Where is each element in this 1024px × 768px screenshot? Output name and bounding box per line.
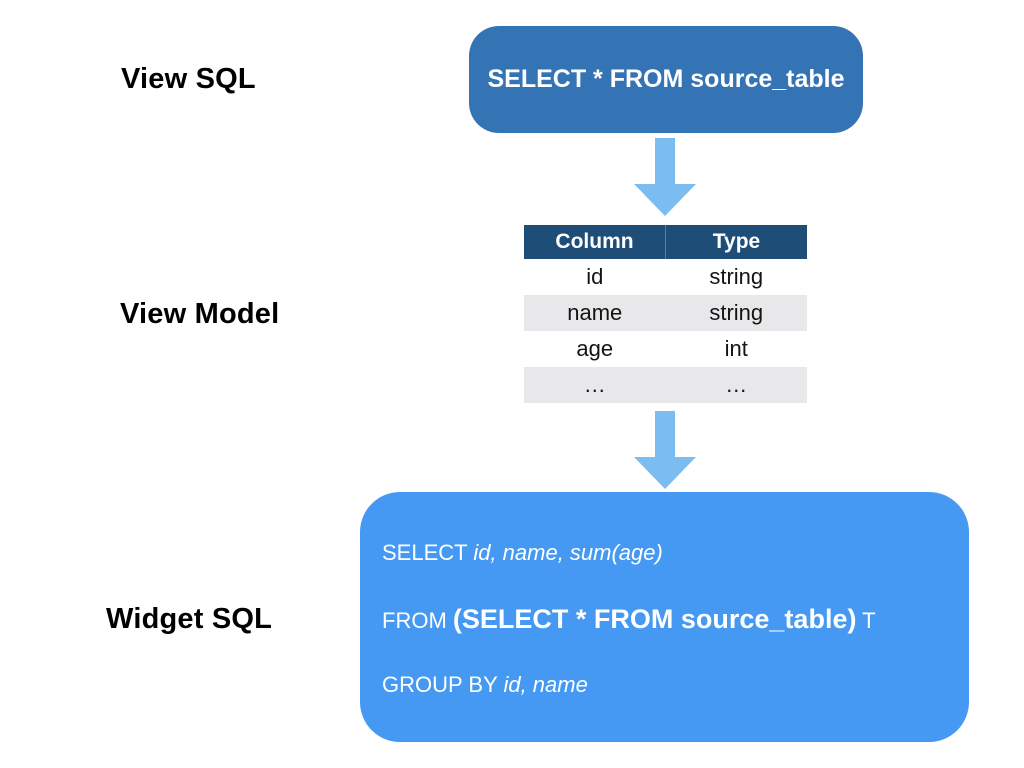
view-sql-label: View SQL (121, 63, 256, 95)
type-header-cell: Type (712, 230, 761, 253)
sql-keyword-from: FROM (382, 608, 453, 633)
down-arrow-icon (634, 138, 696, 216)
widget-sql-label: Widget SQL (106, 603, 273, 635)
table-cell-type: string (709, 264, 764, 289)
sql-select-columns: id, name, sum(age) (473, 540, 663, 565)
sql-subquery: (SELECT * FROM source_table) (452, 604, 857, 634)
down-arrow-icon (634, 411, 696, 489)
view-model-table: Column Type id string name string age in… (524, 225, 807, 403)
sql-groupby-columns: id, name (503, 672, 588, 697)
sql-table-alias: T (856, 608, 876, 633)
table-cell-type: … (725, 372, 748, 397)
widget-sql-box: SELECT id, name, sum(age) FROM (SELECT *… (360, 492, 969, 742)
table-cell-column: name (567, 300, 623, 325)
widget-sql-from-line: FROM (SELECT * FROM source_table) T (382, 604, 876, 635)
table-cell-column: id (586, 264, 604, 289)
widget-sql-groupby-line: GROUP BY id, name (382, 672, 588, 698)
column-header-cell: Column (524, 225, 666, 259)
view-sql-box: SELECT * FROM source_table (469, 26, 863, 133)
table-cell-column: … (583, 372, 606, 397)
table-row: id string (524, 259, 807, 295)
view-model-label: View Model (120, 298, 280, 330)
widget-sql-select-line: SELECT id, name, sum(age) (382, 540, 663, 566)
table-cell-type: int (724, 336, 748, 361)
table-row: age int (524, 331, 807, 367)
table-row: name string (524, 295, 807, 331)
table-cell-type: string (709, 300, 764, 325)
table-row: … … (524, 367, 807, 403)
table-cell-column: age (576, 336, 614, 361)
sql-keyword-groupby: GROUP BY (382, 672, 504, 697)
view-sql-query-text: SELECT * FROM source_table (487, 65, 845, 93)
table-header-row: Column Type (524, 225, 807, 259)
sql-keyword-select: SELECT (382, 540, 474, 565)
